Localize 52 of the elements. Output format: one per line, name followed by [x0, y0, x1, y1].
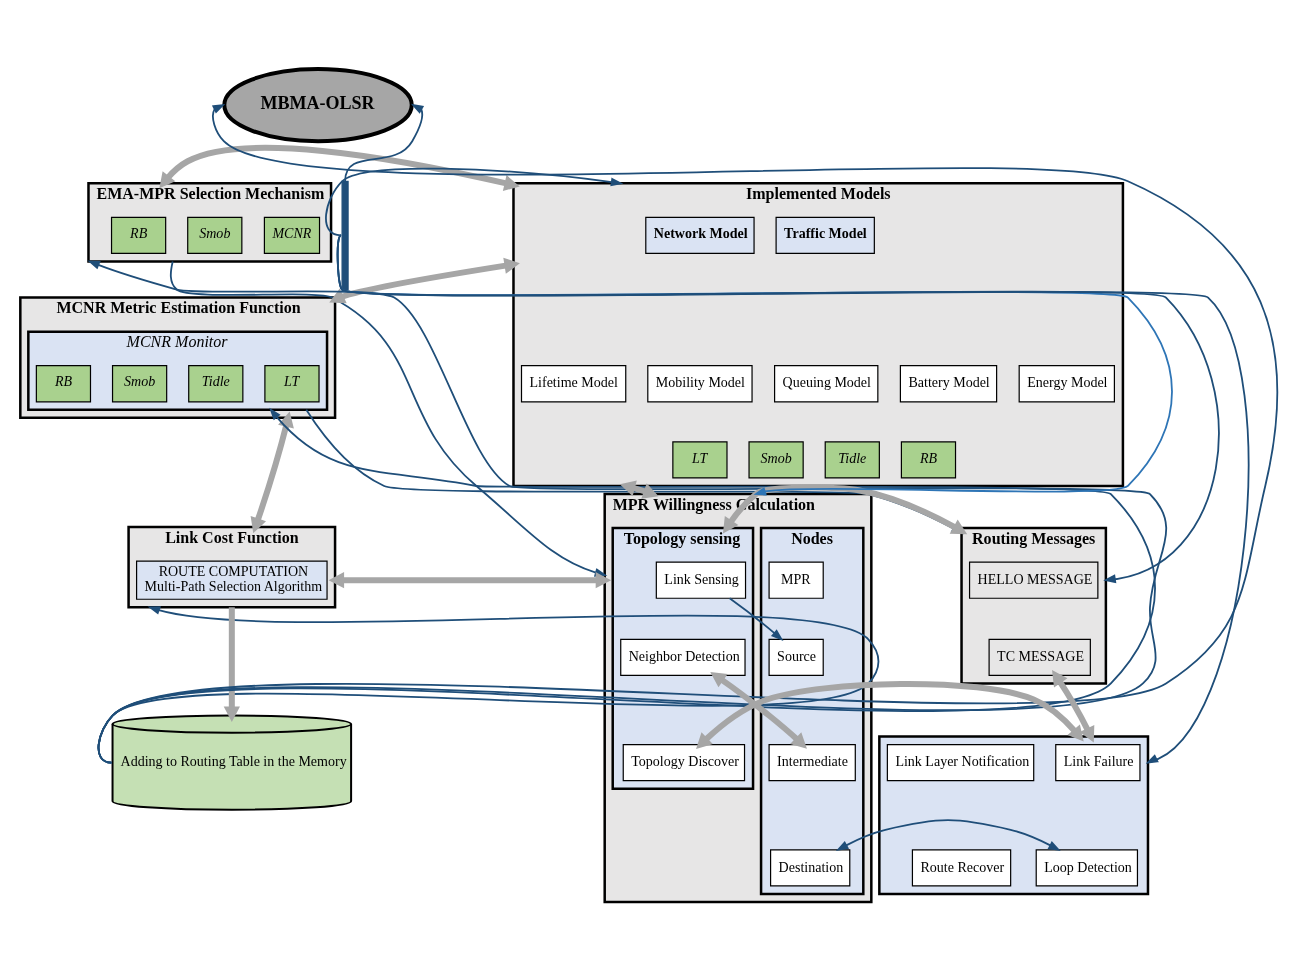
node-box: Lifetime Model: [520, 365, 627, 403]
node-box: RB: [110, 216, 167, 255]
arrow: [344, 103, 425, 183]
arrow: [1052, 670, 1095, 743]
node-box: Intermediate: [768, 744, 856, 782]
node-box: Loop Detection: [1035, 849, 1139, 887]
arrow: [619, 480, 659, 499]
node-box: LT: [264, 365, 320, 403]
node-box: Source: [768, 638, 824, 677]
arrow: [336, 234, 1250, 764]
node-box: Link Sensing: [655, 561, 747, 599]
node-box: Link Failure: [1055, 744, 1141, 782]
arrow: [159, 144, 520, 191]
node-box: RB: [900, 441, 957, 479]
arrow: [97, 407, 1156, 764]
node-box: MCNR: [263, 216, 321, 255]
node-box: Tidle: [188, 365, 244, 403]
arrow: [97, 103, 1279, 764]
node-box: Neighbor Detection: [620, 638, 746, 677]
node-box: Route Recover: [911, 849, 1012, 887]
node-box: LT: [672, 441, 728, 479]
node-box: Battery Model: [899, 365, 998, 403]
cluster: [878, 735, 1150, 896]
arrow: [250, 411, 294, 534]
arrow: [223, 607, 240, 722]
arrow: [87, 260, 1168, 764]
node-box: Tidle: [824, 441, 880, 479]
node-box: Destination: [770, 849, 851, 887]
node-box: Mobility Model: [647, 365, 753, 403]
node-box: Traffic Model: [775, 216, 875, 255]
arrow: [835, 819, 1061, 852]
node-box: Queuing Model: [774, 365, 879, 403]
node-box: RB: [35, 365, 92, 403]
node-box: Energy Model: [1018, 365, 1115, 403]
arrow: [728, 597, 784, 641]
node-box: Smob: [111, 365, 168, 403]
node-box: TC MESSAGE: [988, 638, 1091, 677]
node-box: Topology Discover: [622, 744, 746, 782]
arrow: [696, 681, 1084, 749]
node-box: HELLO MESSAGE: [968, 561, 1099, 599]
arrow: [328, 572, 612, 589]
arrow: [710, 671, 807, 749]
node-box: Network Model: [645, 216, 755, 255]
node-bar: [341, 180, 349, 291]
node-ellipse: MBMA-OLSR: [222, 67, 414, 144]
node-box: Smob: [748, 441, 804, 479]
arrow: [325, 167, 624, 237]
arrow: [329, 257, 520, 304]
node-box: Link Layer Notification: [886, 744, 1035, 782]
node-box: ROUTE COMPUTATION Multi-Path Selection Algorithm: [136, 560, 328, 600]
node-box: MPR: [768, 561, 824, 599]
node-box: Smob: [187, 216, 243, 255]
